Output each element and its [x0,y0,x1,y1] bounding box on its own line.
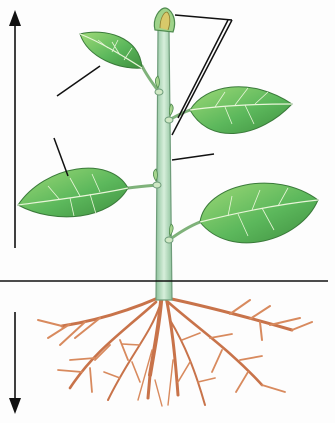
leaf-upper-left [80,32,142,68]
roots [38,290,312,406]
pointer-bud [175,15,232,20]
bud [154,8,174,32]
shoot-system-arrow [9,10,21,248]
pointer-upper-leaf [57,66,100,96]
stem [156,30,172,300]
pointer-lower-leaf [54,138,68,176]
leaf-upper-right [190,87,292,134]
root-system-arrow [9,312,21,414]
leaf-lower-right [200,183,318,243]
leaf-lower-left [18,168,128,217]
pointer-stem [172,154,214,160]
